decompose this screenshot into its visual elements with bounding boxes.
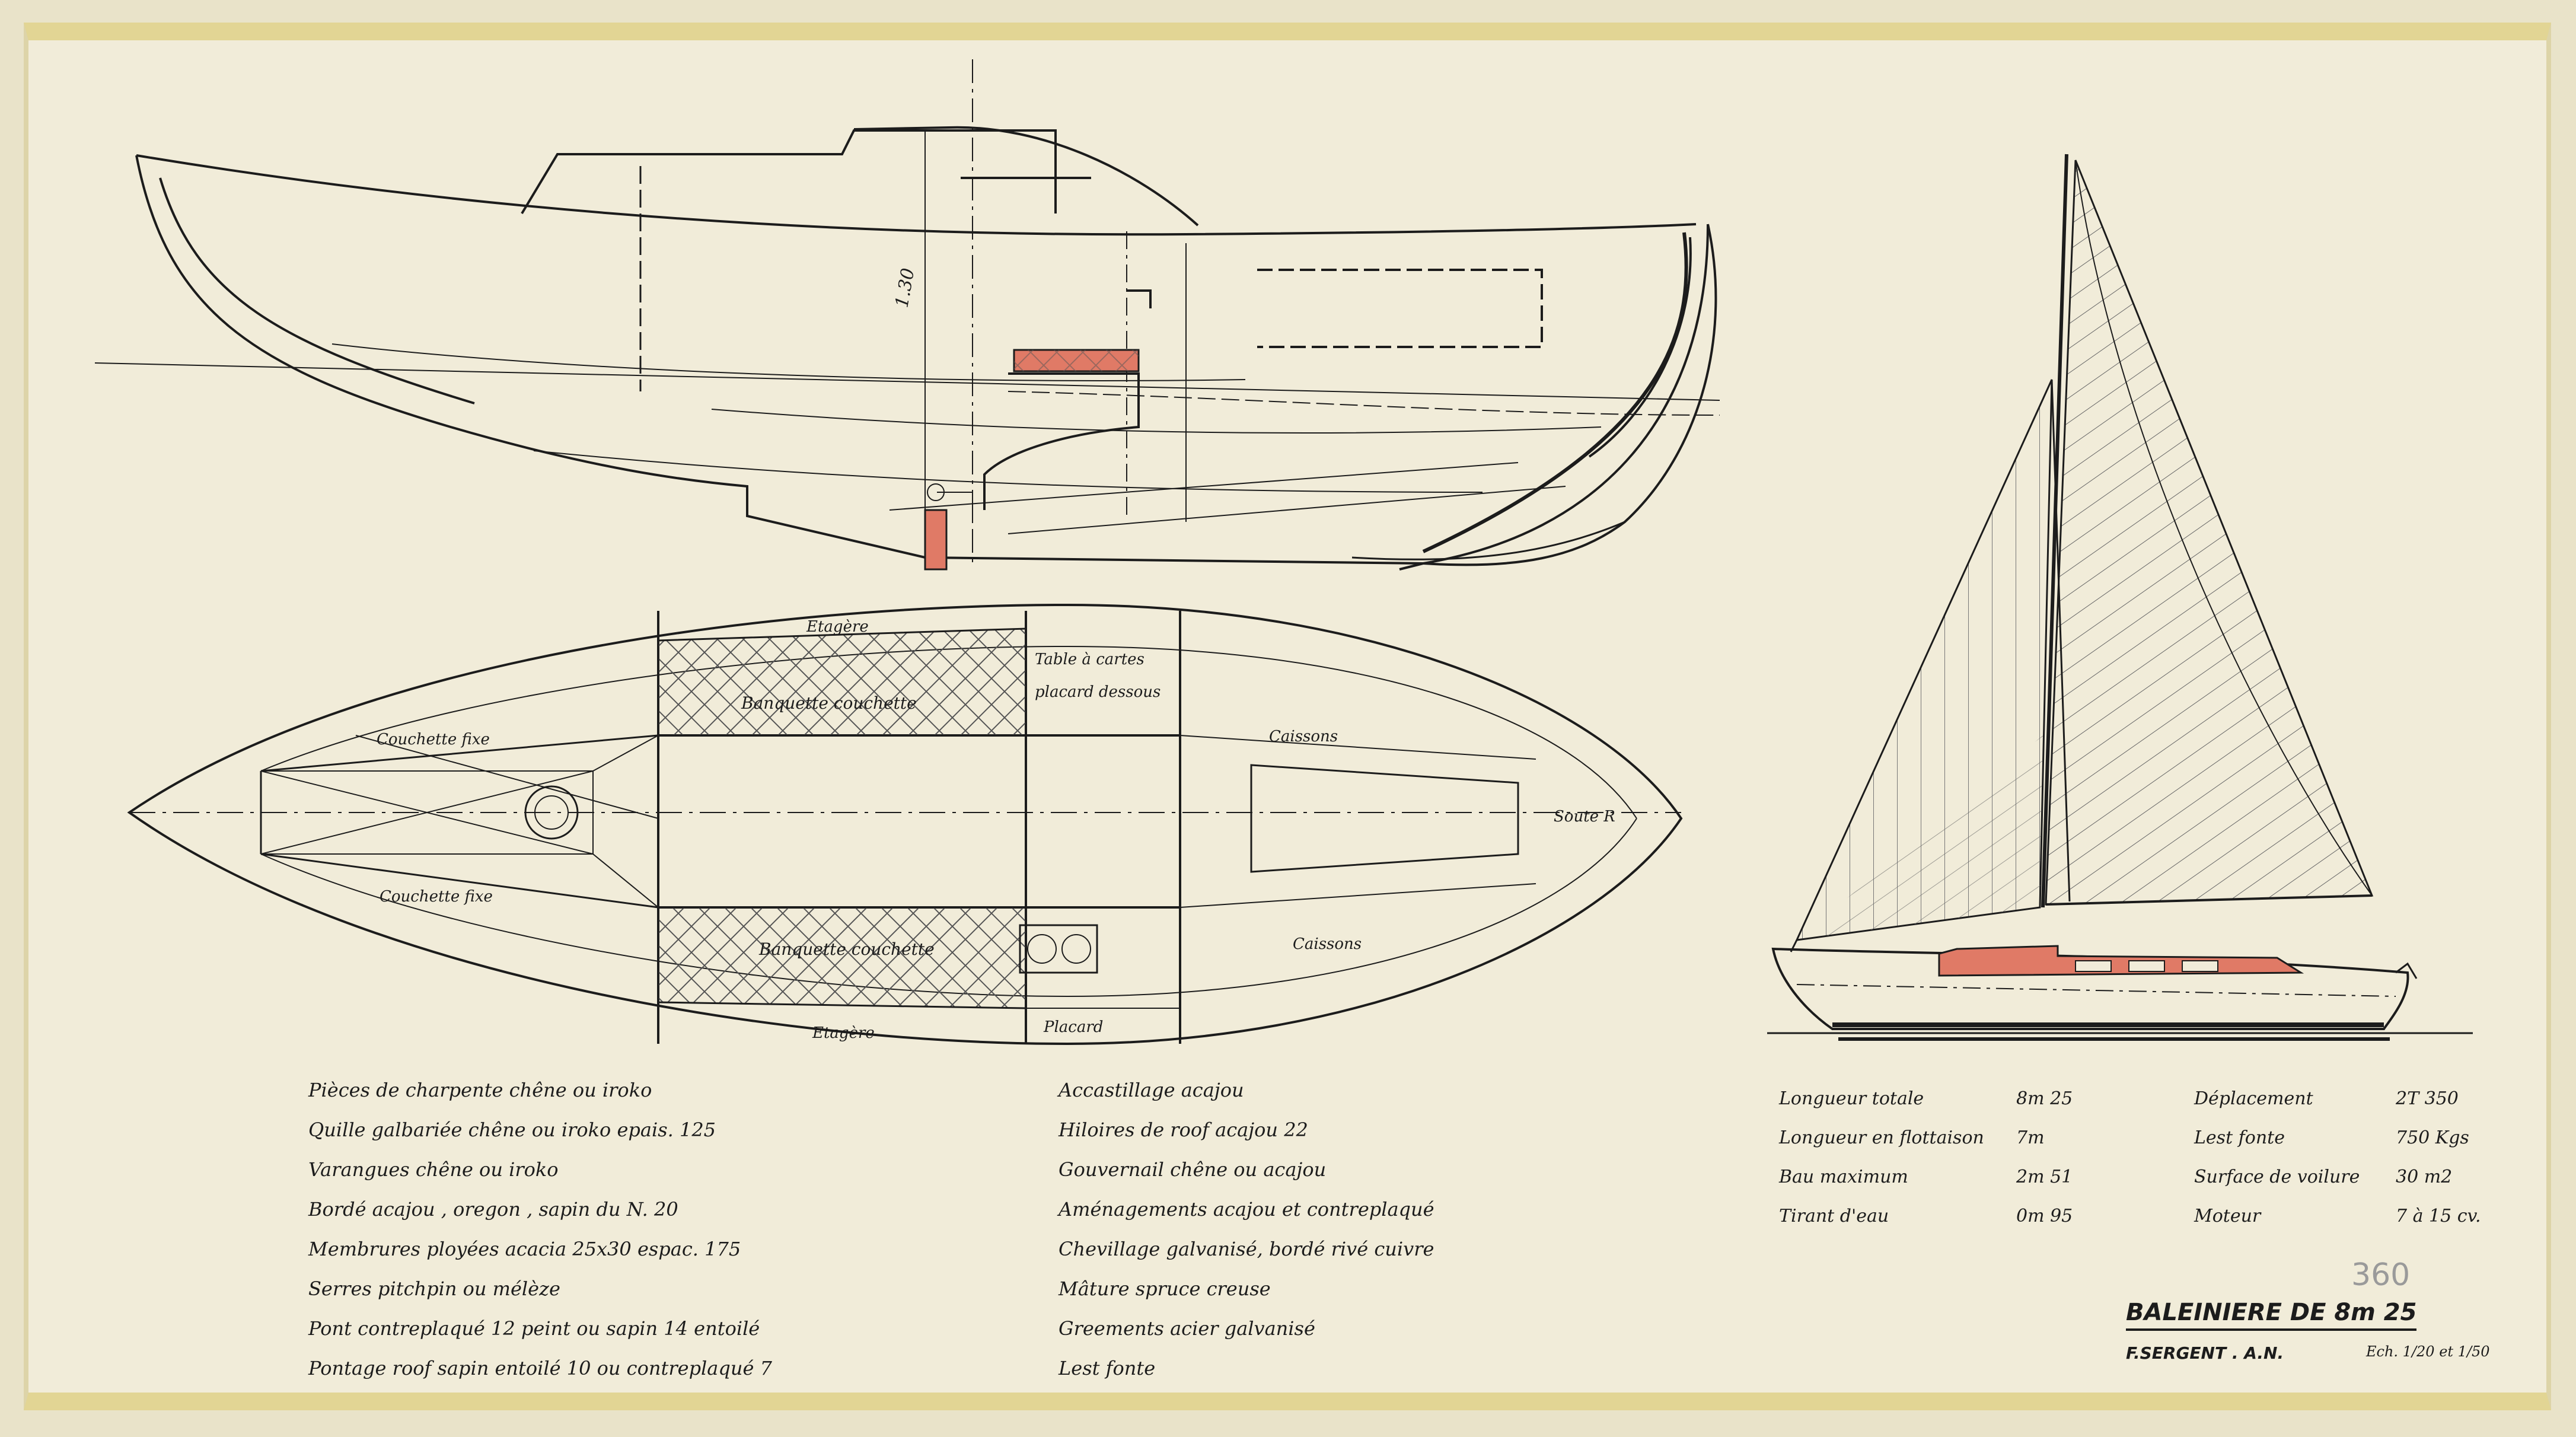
spec-value: 750 Kgs [2396, 1127, 2469, 1148]
note-middle-1: Accastillage acajou [1059, 1079, 1244, 1101]
plan-view [127, 603, 1683, 1046]
note-left-8: Pontage roof sapin entoilé 10 ou contrep… [308, 1357, 772, 1379]
label-caissons-top: Caissons [1269, 728, 1338, 745]
note-middle-3: Gouvernail chêne ou acajou [1059, 1158, 1327, 1181]
spec-row: Surface de voilure 30 m2 [2194, 1158, 2502, 1197]
label-banquette-bottom: Banquette couchette [758, 939, 935, 959]
drawing-title: BALEINIERE DE 8m 25 [2126, 1299, 2417, 1331]
spec-row: Longueur totale 8m 25 [1779, 1079, 2087, 1119]
note-middle-5: Chevillage galvanisé, bordé rivé cuivre [1059, 1238, 1434, 1260]
spec-row: Moteur 7 à 15 cv. [2194, 1197, 2502, 1236]
spec-label: Tirant d'eau [1779, 1206, 1889, 1226]
spec-value: 0m 95 [2016, 1206, 2073, 1226]
note-left-7: Pont contreplaqué 12 peint ou sapin 14 e… [308, 1317, 760, 1340]
profile-view [94, 59, 1720, 571]
label-couchette-fixe-top: Couchette fixe [377, 731, 490, 748]
spec-value: 7 à 15 cv. [2396, 1206, 2481, 1226]
profile-dim-label: 1.30 [891, 267, 919, 310]
label-etagere-top: Etagère [806, 618, 869, 636]
spec-row: Déplacement 2T 350 [2194, 1079, 2502, 1119]
spec-value: 2T 350 [2396, 1088, 2459, 1109]
spec-row: Bau maximum 2m 51 [1779, 1158, 2087, 1197]
note-middle-7: Greements acier galvanisé [1059, 1317, 1315, 1340]
note-middle-8: Lest fonte [1059, 1357, 1156, 1379]
spec-value: 8m 25 [2016, 1088, 2073, 1109]
label-banquette-top: Banquette couchette [741, 693, 917, 713]
notes-left: Pièces de charpente chêne ou iroko Quill… [308, 1070, 772, 1388]
note-left-3: Varangues chêne ou iroko [308, 1158, 559, 1181]
sail-plan [1767, 154, 2473, 1041]
plate-number: 360 [2351, 1257, 2411, 1293]
label-couchette-fixe-bottom: Couchette fixe [380, 888, 493, 906]
label-placard: Placard [1043, 1018, 1103, 1036]
notes-middle: Accastillage acajou Hiloires de roof aca… [1059, 1070, 1434, 1388]
spec-value: 2m 51 [2016, 1167, 2073, 1187]
spec-value: 30 m2 [2396, 1167, 2453, 1187]
spec-label: Longueur totale [1779, 1088, 1924, 1109]
spec-row: Longueur en flottaison 7m [1779, 1119, 2087, 1158]
label-placard-dessous: placard dessous [1035, 683, 1161, 701]
note-left-6: Serres pitchpin ou mélèze [308, 1277, 560, 1300]
specs-left: Longueur totale 8m 25 Longueur en flottai… [1779, 1079, 2087, 1236]
note-middle-4: Aménagements acajou et contreplaqué [1059, 1198, 1434, 1221]
note-middle-6: Mâture spruce creuse [1059, 1277, 1271, 1300]
note-left-1: Pièces de charpente chêne ou iroko [308, 1079, 652, 1101]
spec-label: Surface de voilure [2194, 1167, 2360, 1187]
spec-value: 7m [2016, 1127, 2045, 1148]
label-etagere-bottom: Etagère [812, 1024, 875, 1042]
spec-label: Longueur en flottaison [1779, 1127, 1984, 1148]
spec-label: Bau maximum [1779, 1167, 1908, 1187]
note-left-5: Membrures ployées acacia 25x30 espac. 17… [308, 1238, 741, 1260]
note-left-2: Quille galbariée chêne ou iroko epais. 1… [308, 1119, 716, 1141]
spec-row: Lest fonte 750 Kgs [2194, 1119, 2502, 1158]
spec-label: Lest fonte [2194, 1127, 2285, 1148]
label-soute: Soute R [1554, 808, 1615, 826]
drawing-scale: Ech. 1/20 et 1/50 [2366, 1343, 2490, 1360]
plan-labels: Etagère Banquette couchette Table à cart… [377, 618, 1615, 1042]
note-middle-2: Hiloires de roof acajou 22 [1059, 1119, 1308, 1141]
specs-right: Déplacement 2T 350 Lest fonte 750 Kgs Surf… [2194, 1079, 2502, 1236]
note-left-4: Bordé acajou , oregon , sapin du N. 20 [308, 1198, 678, 1221]
label-table-cartes: Table à cartes [1035, 651, 1144, 668]
designer-name: F.SERGENT . A.N. [2126, 1343, 2284, 1363]
label-caissons-bottom: Caissons [1293, 935, 1362, 953]
spec-row: Tirant d'eau 0m 95 [1779, 1197, 2087, 1236]
spec-label: Moteur [2194, 1206, 2261, 1226]
spec-label: Déplacement [2194, 1088, 2313, 1109]
